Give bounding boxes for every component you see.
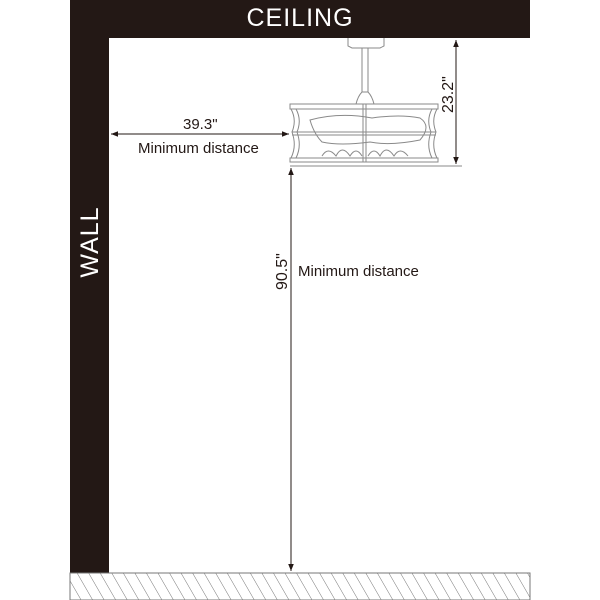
wall-distance-value: 39.3" xyxy=(183,116,218,133)
ceiling-block xyxy=(70,0,530,38)
floor-hatch xyxy=(69,572,531,600)
ceiling-label: CEILING xyxy=(246,4,354,32)
floor-distance-value: 90.5" xyxy=(274,253,291,290)
fan-height-value: 23.2" xyxy=(440,76,457,113)
wall-distance-caption: Minimum distance xyxy=(138,140,259,157)
ceiling-fan-icon xyxy=(289,38,462,167)
wall-block xyxy=(70,0,109,573)
floor-distance-caption: Minimum distance xyxy=(298,263,419,280)
